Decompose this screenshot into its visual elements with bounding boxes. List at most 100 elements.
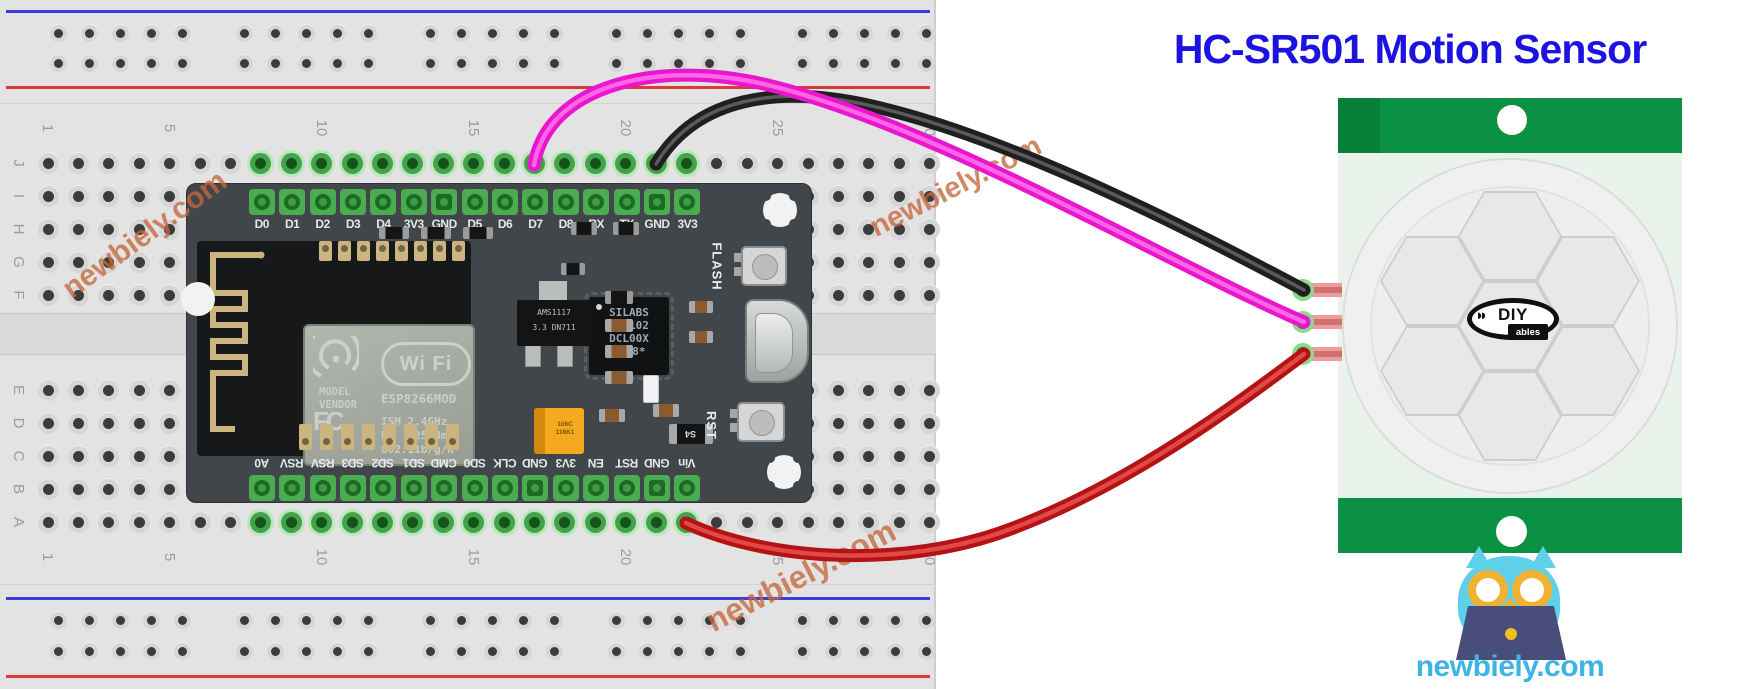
board-pin-RSV — [279, 475, 306, 501]
breadboard-hole — [863, 289, 875, 301]
rail-hole — [115, 58, 125, 68]
pin-label: 3V3 — [555, 456, 576, 470]
power-rail-blue-line-top — [6, 10, 930, 13]
breadboard-hole — [72, 450, 84, 462]
breadboard-hole-connected — [680, 157, 692, 169]
breadboard-hole — [42, 289, 54, 301]
rail-hole — [239, 646, 249, 656]
row-letter: E — [10, 384, 28, 395]
board-pin-GND — [644, 189, 670, 215]
fresnel-hexagon — [1458, 371, 1562, 461]
breadboard-hole — [863, 190, 875, 202]
pad-hole — [302, 438, 309, 445]
rail-hole — [735, 615, 745, 625]
breadboard-hole — [103, 516, 115, 528]
breadboard-hole — [924, 289, 936, 301]
page-title: HC-SR501 Motion Sensor — [1173, 26, 1647, 72]
breadboard-hole — [832, 289, 844, 301]
pin-label: EN — [588, 456, 605, 470]
rail-hole — [456, 28, 466, 38]
rail-hole — [270, 615, 280, 625]
pin-ring — [527, 480, 544, 496]
rail-hole — [549, 646, 559, 656]
rail-hole — [53, 615, 63, 625]
pin-core — [622, 198, 631, 206]
rail-hole — [735, 646, 745, 656]
rail-hole — [642, 58, 652, 68]
breadboard-hole-connected — [528, 516, 540, 528]
pin-core — [683, 484, 692, 492]
rail-hole — [425, 28, 435, 38]
row-letter: C — [10, 450, 28, 462]
pin-label: D7 — [528, 217, 543, 231]
sensor-pin-stripe — [1304, 351, 1342, 357]
screw-notch — [765, 481, 775, 491]
module-name: ESP8266MOD — [381, 391, 457, 406]
module-pad — [357, 241, 370, 261]
ams1117-regulator: AMS1117 3.3 DN711 — [517, 300, 591, 346]
rail-hole — [921, 28, 931, 38]
pin-core — [318, 484, 327, 492]
breadboard-hole — [863, 157, 875, 169]
breadboard-divider — [0, 584, 936, 585]
breadboard-hole — [103, 256, 115, 268]
breadboard-hole — [832, 483, 844, 495]
pin-label: GND — [522, 456, 548, 470]
sensor-pin-stripe — [1304, 287, 1342, 293]
breadboard-hole — [103, 190, 115, 202]
rail-hole — [115, 646, 125, 656]
module-pad — [404, 424, 417, 450]
board-pin-SD0 — [461, 475, 488, 501]
breadboard-hole — [194, 516, 206, 528]
breadboard-hole — [802, 516, 814, 528]
breadboard-hole-connected — [620, 157, 632, 169]
rail-hole — [270, 646, 280, 656]
breadboard-hole — [164, 384, 176, 396]
rail-hole — [735, 28, 745, 38]
pin-label: Vin — [678, 456, 696, 470]
breadboard-hole — [924, 417, 936, 429]
screw-notch — [789, 219, 799, 229]
rail-hole — [425, 646, 435, 656]
breadboard-hole — [893, 483, 905, 495]
breadboard-hole — [924, 483, 936, 495]
usb-inner — [755, 313, 793, 373]
pin-ring — [557, 194, 574, 210]
tantalum-capacitor: 106C 116K1 — [534, 408, 584, 454]
breadboard-hole — [832, 516, 844, 528]
breadboard-hole-connected — [468, 157, 480, 169]
rail-hole — [301, 615, 311, 625]
sensor-band-shade — [1338, 98, 1380, 153]
breadboard-hole-connected — [346, 516, 358, 528]
breadboard-hole — [832, 157, 844, 169]
pin-ring — [345, 480, 361, 496]
breadboard-hole — [924, 516, 936, 528]
breadboard-hole — [832, 450, 844, 462]
board-pin-EN — [583, 475, 610, 501]
breadboard-hole — [893, 256, 905, 268]
smd-component — [421, 227, 451, 239]
flash-label: FLASH — [709, 241, 725, 291]
pin-label: SD0 — [463, 456, 486, 470]
fresnel-hexagon — [1380, 326, 1484, 416]
module-pad — [433, 241, 446, 261]
breadboard-hole — [103, 417, 115, 429]
smd-component — [613, 222, 639, 235]
board-pin-D2 — [309, 189, 336, 215]
breadboard-hole — [133, 157, 145, 169]
screw-notch — [793, 453, 803, 463]
pin-ring — [618, 194, 635, 210]
column-label: 1 — [39, 123, 57, 133]
rail-hole — [84, 28, 94, 38]
pin-core — [592, 484, 601, 492]
rail-hole — [146, 28, 156, 38]
board-pin-3V3 — [552, 475, 579, 501]
board-pin-D8 — [552, 189, 579, 215]
pin-core — [531, 484, 540, 492]
breadboard-hole — [72, 157, 84, 169]
breadboard-hole — [893, 417, 905, 429]
board-pin-GND — [431, 189, 458, 215]
rail-hole — [301, 28, 311, 38]
row-letter: I — [10, 193, 28, 199]
